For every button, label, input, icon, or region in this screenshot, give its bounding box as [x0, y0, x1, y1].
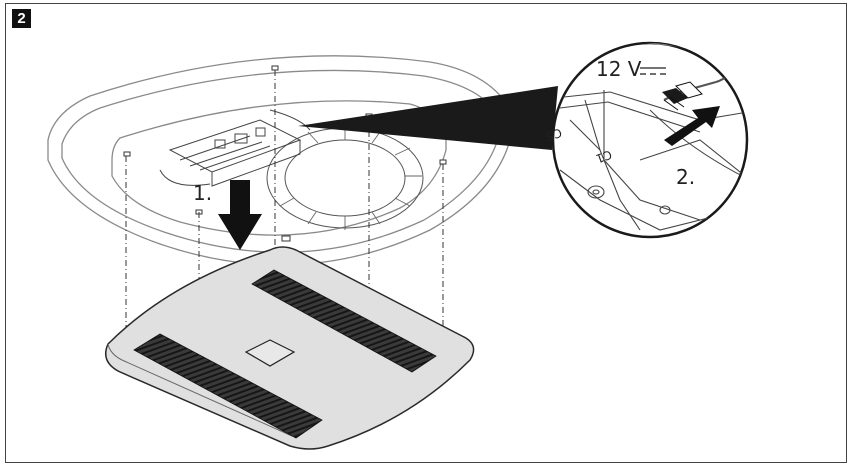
cover-panel	[105, 246, 475, 450]
control-board	[159, 109, 311, 187]
zoom-detail: 12 V 2. C5 C1	[544, 41, 749, 239]
voltage-label: 12 V	[596, 57, 642, 81]
step-number-badge: 2	[12, 9, 31, 28]
connector-c1-label: C1	[594, 147, 614, 166]
zoom-callout-wedge	[298, 86, 558, 150]
grille-front	[133, 333, 323, 439]
down-arrow	[218, 180, 262, 250]
fan-assembly	[266, 127, 424, 230]
plug-arrow	[664, 106, 720, 146]
grille-rear	[251, 269, 437, 373]
plug-connector	[662, 81, 703, 111]
step-1-label: 1.	[193, 181, 212, 205]
center-button	[244, 339, 296, 367]
illustration-frame	[5, 3, 847, 463]
step-2-label: 2.	[676, 165, 695, 189]
dc-symbol	[640, 67, 666, 75]
connector-c5-label: C5	[544, 125, 564, 144]
ceiling-frame	[47, 55, 513, 266]
